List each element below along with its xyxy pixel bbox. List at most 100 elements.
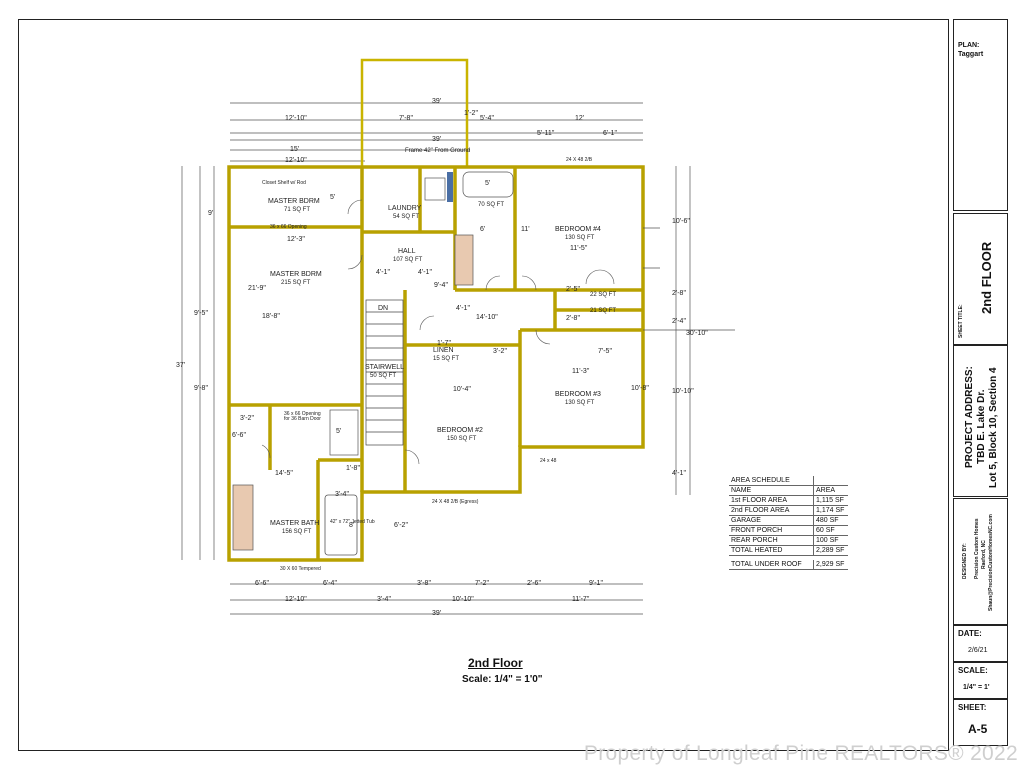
- stair-treads: [365, 299, 404, 446]
- room-stairwell-name: STAIRWELL: [365, 364, 405, 371]
- scale-value: 1/4" = 1': [963, 684, 990, 691]
- dim-bot-3-4: 3'-4": [377, 596, 391, 603]
- dim-bot-total: 39': [432, 610, 442, 617]
- dim-in-10-4: 10'-4": [453, 386, 471, 393]
- sheet-title: 2nd FLOOR: [979, 241, 994, 314]
- dim-in-14-10: 14'-10": [476, 314, 498, 321]
- dim-bot-10-10: 10'-10": [452, 596, 474, 603]
- dim-top-15: 15': [290, 146, 300, 153]
- dim-in-11-3: 11'-3": [572, 368, 590, 375]
- room-hall-name: HALL: [398, 248, 416, 255]
- area-row-name: FRONT PORCH: [729, 525, 814, 536]
- designer-line3: Shaun@PrecisionCustomHomesNC.com: [988, 514, 994, 611]
- dim-left-9: 9': [208, 210, 214, 217]
- dimension-lines: [181, 102, 691, 615]
- dim-bot-3-8: 3'-8": [417, 580, 431, 587]
- area-row-name: GARAGE: [729, 515, 814, 526]
- dim-top-5-4: 5'-4": [480, 115, 494, 122]
- area-row-value: 100 SF: [813, 535, 848, 546]
- dim-top-total1: 39': [432, 98, 442, 105]
- plan-box: PLAN: Taggart: [953, 19, 1008, 211]
- date-box: DATE: 2/6/21: [953, 625, 1008, 662]
- dim-top-1-2: 1'-2": [464, 110, 478, 117]
- area-row-name: REAR PORCH: [729, 535, 814, 546]
- sheet-box: SHEET: A-5: [953, 699, 1008, 746]
- scale-label: SCALE:: [958, 666, 988, 675]
- area-total-value: 2,929 SF: [813, 560, 848, 570]
- door-swings: [261, 199, 615, 465]
- area-row-value: 1,174 SF: [813, 505, 848, 516]
- dim-bot-11-7: 11'-7": [572, 596, 590, 603]
- dim-left-9-5: 9'-5": [194, 310, 208, 317]
- dim-right-2-8: 2'-8": [672, 290, 686, 297]
- dim-in-5: 5': [330, 194, 336, 201]
- designed-by-label: DESIGNED BY:: [962, 543, 968, 579]
- dim-bot-9-1: 9'-1": [589, 580, 603, 587]
- room-master-bdrm-name: MASTER BDRM: [270, 271, 322, 278]
- dim-right-4-1: 4'-1": [672, 470, 686, 477]
- dim-bot-12-10: 12'-10": [285, 596, 307, 603]
- room-master-closet-area: 71 SQ FT: [284, 207, 311, 213]
- dim-in-11-5: 11'-5": [570, 245, 588, 252]
- project-address-box: PROJECT ADDRESS: TBD E. Lake Dr. Lot 5, …: [953, 345, 1008, 497]
- area-row-value: 60 SF: [813, 525, 848, 536]
- drawing-title: 2nd Floor: [468, 656, 523, 670]
- designer-line2: Raeford, NC: [981, 540, 987, 569]
- dim-right-10-6: 10'-6": [672, 218, 690, 225]
- dim-in-7-5: 7'-5": [598, 348, 612, 355]
- dim-top-total2: 39': [432, 136, 442, 143]
- project-address-label: PROJECT ADDRESS:: [964, 366, 975, 468]
- dim-in-2-8: 2'-8": [566, 315, 580, 322]
- dim-in-12-3: 12'-3": [287, 236, 305, 243]
- note-tub: 42" x 72" Jetted Tub: [330, 519, 375, 525]
- designed-by-box: DESIGNED BY: Precision Custom Homes Raef…: [953, 498, 1008, 625]
- room-bedroom4-area: 130 SQ FT: [565, 235, 595, 241]
- dim-top-6-1: 6'-1": [603, 130, 617, 137]
- room-laundry-area: 54 SQ FT: [393, 214, 420, 220]
- dim-in-3-2: 3'-2": [493, 348, 507, 355]
- date-label: DATE:: [958, 629, 982, 638]
- area-schedule-header-name: NAME: [729, 485, 814, 496]
- room-closet21-area: 21 SQ FT: [590, 308, 617, 314]
- dim-bot-6-4: 6'-4": [323, 580, 337, 587]
- dim-in-4-1c: 4'-1": [456, 305, 470, 312]
- room-bedroom3-name: BEDROOM #3: [555, 391, 601, 398]
- dim-in-1-8: 1'-8": [346, 465, 360, 472]
- room-master-closet-name: MASTER BDRM: [268, 198, 320, 205]
- dim-top-12-10b: 12'-10": [285, 157, 307, 164]
- area-row-value: 2,289 SF: [813, 545, 848, 556]
- date-value: 2/6/21: [968, 647, 988, 654]
- room-laundry-name: LAUNDRY: [388, 205, 422, 212]
- drawing-scale: Scale: 1/4" = 1'0": [462, 674, 543, 685]
- dim-in-10-8: 10'-8": [631, 385, 649, 392]
- dim-top-7-8: 7'-8": [399, 115, 413, 122]
- sheet-value: A-5: [968, 722, 988, 736]
- room-stairwell-area: 50 SQ FT: [370, 373, 397, 379]
- walls: [227, 165, 645, 562]
- note-window-bed3: 24 x 48: [540, 458, 557, 464]
- note-window-bottom: 24 X 48 2/B (Egress): [432, 499, 479, 505]
- note-window-top: 24 X 48 2/B: [566, 157, 593, 163]
- dim-bot-6-6: 6'-6": [255, 580, 269, 587]
- scale-box: SCALE: 1/4" = 1': [953, 662, 1008, 699]
- dim-right-2-4: 2'-4": [672, 318, 686, 325]
- fixtures: [232, 171, 514, 556]
- area-schedule-title: AREA SCHEDULE: [729, 476, 814, 486]
- dim-in-9-4: 9'-4": [434, 282, 448, 289]
- room-bedroom4-name: BEDROOM #4: [555, 226, 601, 233]
- room-stairwell-dn: DN: [378, 305, 389, 312]
- sheet-title-box: SHEET TITLE: 2nd FLOOR: [953, 213, 1008, 345]
- drawing-border: [18, 19, 949, 751]
- dim-in-1-7: 1'-7": [437, 340, 451, 347]
- title-block: PLAN: Taggart SHEET TITLE: 2nd FLOOR PRO…: [953, 19, 1008, 746]
- area-row-name: TOTAL HEATED: [729, 545, 814, 556]
- note-opening: 36 x 66 Opening: [270, 224, 307, 230]
- room-master-bath-area: 156 SQ FT: [282, 529, 312, 535]
- dim-in-2-5: 2'-5": [566, 286, 580, 293]
- area-row-name: 2nd FLOOR AREA: [729, 505, 814, 516]
- dim-in-8: 8': [349, 522, 355, 529]
- area-total-name: TOTAL UNDER ROOF: [729, 560, 814, 570]
- project-address-line2: Lot 5, Block 10, Section 4: [988, 367, 999, 488]
- area-row-value: 480 SF: [813, 515, 848, 526]
